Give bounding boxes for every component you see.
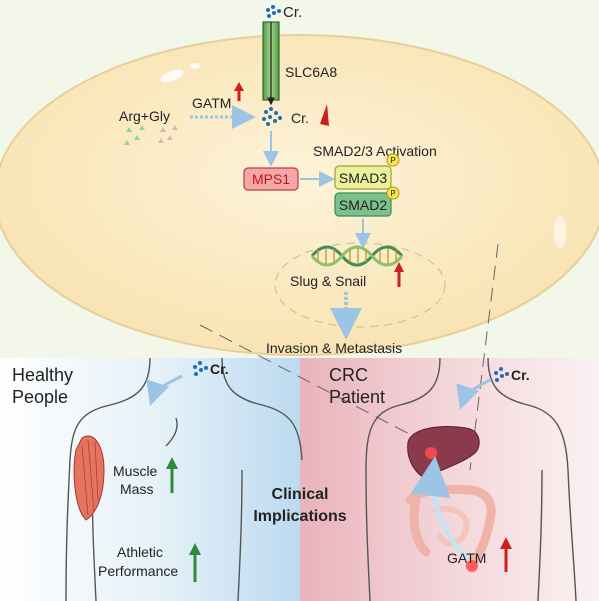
clinical-label-line2: Implications bbox=[253, 508, 346, 525]
cell-highlight-right bbox=[554, 216, 566, 248]
mps1-label: MPS1 bbox=[252, 171, 290, 187]
smad2-label: SMAD2 bbox=[339, 197, 387, 213]
substrate-glyphs bbox=[124, 125, 178, 145]
creatine-dots-icon bbox=[266, 5, 281, 18]
healthy-title-line2: People bbox=[12, 387, 68, 407]
creatine-dots-icon bbox=[494, 367, 509, 382]
crc-title-line1: CRC bbox=[329, 365, 368, 385]
cell-highlight-small bbox=[190, 63, 200, 69]
cell-highlight bbox=[160, 69, 184, 83]
crc-title-line2: Patient bbox=[329, 387, 385, 407]
smad2-box bbox=[334, 192, 392, 217]
up-arrow-icon bbox=[166, 457, 178, 493]
smad3-label: SMAD3 bbox=[339, 170, 387, 186]
phospho-label-smad2: P bbox=[390, 189, 395, 198]
guide-line-left bbox=[199, 324, 441, 451]
athletic-label-line2: Performance bbox=[98, 563, 178, 579]
enzyme-label: GATM bbox=[192, 95, 231, 111]
transporter-label: SLC6A8 bbox=[285, 64, 337, 80]
creatine-label-inside: Cr. bbox=[291, 110, 309, 126]
dna-helix-icon bbox=[310, 245, 404, 267]
muscle-label-line2: Mass bbox=[120, 481, 153, 497]
phospho-icon: P bbox=[386, 186, 400, 200]
up-arrow-icon bbox=[500, 537, 512, 572]
muscle-icon bbox=[73, 435, 105, 521]
pathway-title: SMAD2/3 Activation bbox=[313, 143, 437, 159]
healthy-creatine-arrow bbox=[146, 374, 183, 406]
increase-wedge-icon bbox=[320, 104, 329, 126]
substrates-label: Arg+Gly bbox=[119, 108, 170, 124]
outcome-label: Invasion & Metastasis bbox=[266, 340, 402, 356]
up-arrow-icon bbox=[189, 543, 201, 582]
phospho-label-smad3: P bbox=[390, 156, 395, 165]
creatine-dots-icon bbox=[262, 107, 282, 126]
targets-label: Slug & Snail bbox=[290, 273, 366, 289]
phospho-icon: P bbox=[386, 153, 400, 167]
crc-body-outline bbox=[365, 357, 577, 601]
healthy-creatine-label: Cr. bbox=[210, 361, 229, 377]
healthy-title-line1: Healthy bbox=[12, 365, 73, 385]
crc-gatm-label: GATM bbox=[447, 550, 486, 566]
creatine-dots-icon bbox=[193, 361, 208, 376]
up-arrow-icon bbox=[234, 82, 244, 101]
creatine-label-outside: Cr. bbox=[283, 4, 302, 21]
smad3-box bbox=[334, 165, 392, 190]
muscle-label-line1: Muscle bbox=[113, 463, 158, 479]
crc-creatine-label: Cr. bbox=[511, 367, 530, 383]
metastasis-arrow bbox=[410, 456, 470, 562]
cell-body bbox=[0, 34, 599, 356]
mps1-box bbox=[243, 167, 299, 191]
crc-creatine-arrow bbox=[456, 378, 491, 410]
athletic-label-line1: Athletic bbox=[117, 544, 163, 560]
clinical-label-line1: Clinical bbox=[272, 486, 329, 503]
up-arrow-icon bbox=[394, 262, 404, 287]
